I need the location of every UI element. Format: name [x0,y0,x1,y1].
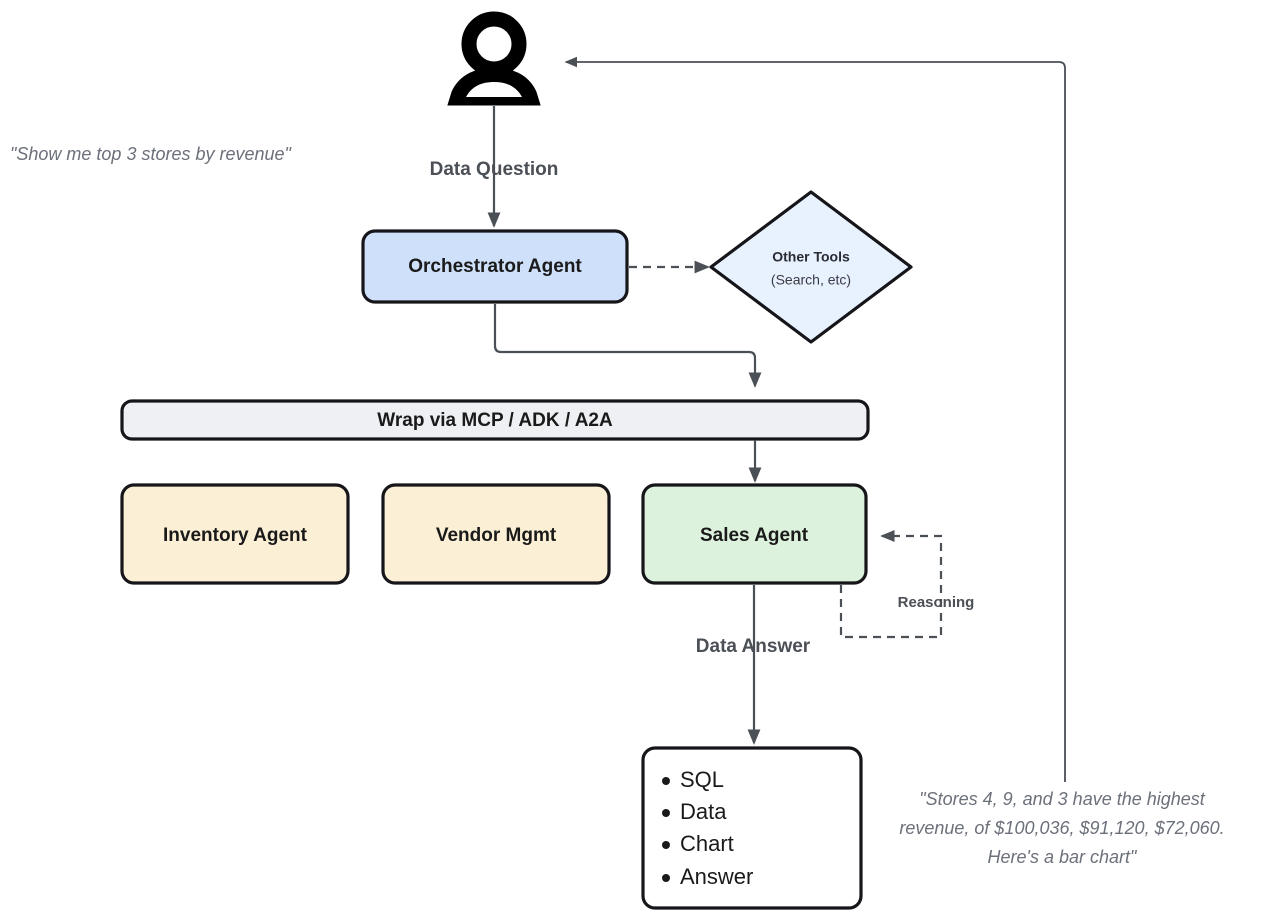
bullet-dot [662,777,670,785]
node-sales-agent[interactable]: Sales Agent [641,483,868,585]
output-list-item-2: Chart [680,831,734,856]
output-list-item-3: Answer [680,864,753,889]
wrap-bar-box[interactable] [120,399,870,441]
output-box[interactable] [641,746,863,910]
inventory-agent-label: Inventory Agent [163,525,308,546]
bullet-dot [662,809,670,817]
vendor-mgmt-box[interactable] [381,483,611,585]
output-list: SQL Data Chart Answer [662,767,753,889]
orchestrator-agent-box[interactable] [361,229,629,304]
edge-reasoning-loop [839,530,943,639]
caption-final-answer: "Stores 4, 9, and 3 have the highest rev… [899,789,1224,867]
node-vendor-mgmt[interactable]: Vendor Mgmt [381,483,611,585]
wrap-bar-label: Wrap via MCP / ADK / A2A [377,410,613,431]
sales-agent-label: Sales Agent [700,525,809,546]
edge-label-data-answer: Data Answer [696,636,811,657]
edge-label-reasoning: Reasoning [898,594,975,611]
node-output-box[interactable]: SQL Data Chart Answer [641,746,863,910]
inventory-agent-box[interactable] [120,483,350,585]
other-tools-diamond[interactable] [709,190,913,344]
other-tools-label: Other Tools [772,249,850,265]
vendor-mgmt-label: Vendor Mgmt [436,525,557,546]
bullet-dot [662,874,670,882]
edge-label-data-question: Data Question [430,159,559,180]
output-list-item-0: SQL [680,767,724,792]
orchestrator-agent-label: Orchestrator Agent [408,256,582,277]
output-list-item-1: Data [680,799,727,824]
node-inventory-agent[interactable]: Inventory Agent [120,483,350,585]
caption-final-answer-line-1: "Stores 4, 9, and 3 have the highest [919,789,1206,809]
person-icon [447,11,541,106]
node-orchestrator-agent[interactable]: Orchestrator Agent [361,229,629,304]
other-tools-sublabel: (Search, etc) [771,272,851,288]
caption-user-question: "Show me top 3 stores by revenue" [10,144,293,164]
node-other-tools[interactable]: Other Tools (Search, etc) [709,190,913,344]
edge-orchestrator-to-wrap-bar [493,304,762,388]
edge-output-to-user-feedback [564,56,1066,782]
bullet-dot [662,841,670,849]
node-wrap-bar[interactable]: Wrap via MCP / ADK / A2A [120,399,870,441]
caption-final-answer-line-3: Here's a bar chart" [988,847,1138,867]
sales-agent-box[interactable] [641,483,868,585]
caption-final-answer-line-2: revenue, of $100,036, $91,120, $72,060. [899,818,1224,838]
